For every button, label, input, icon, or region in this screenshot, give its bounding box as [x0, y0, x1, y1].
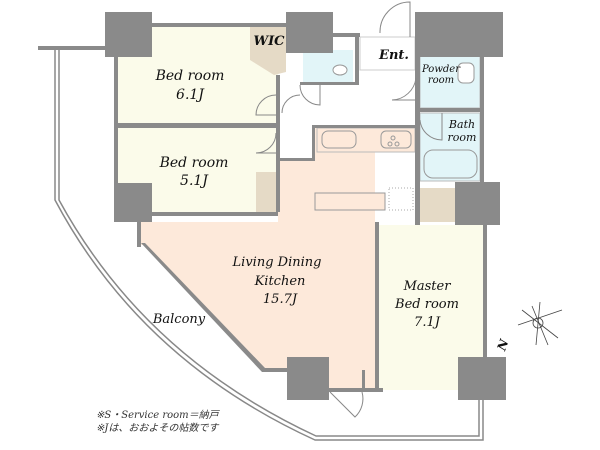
bedroom1-size: 6.1J: [176, 87, 205, 103]
note-service-room: ※S・Service room＝納戸: [96, 409, 221, 421]
note-jo-count: ※Jは、おおよその帖数です: [96, 422, 219, 434]
master-line1: Master: [403, 279, 452, 294]
ldk-line1: Living Dining: [232, 255, 322, 270]
fridge-space: [388, 187, 414, 211]
balcony-outline: [38, 46, 484, 441]
bath-room-line1: Bath: [448, 118, 475, 131]
stove-icon: [380, 130, 412, 149]
powder-room-line2: room: [428, 75, 454, 86]
wic-label: WIC: [253, 34, 285, 49]
walls: [114, 12, 487, 392]
kitchen-sink-icon: [321, 130, 357, 149]
toilet-area: [303, 50, 353, 82]
north-label: N: [494, 336, 512, 353]
storage-area: [420, 188, 455, 222]
wic-area: [250, 27, 286, 75]
ldk-size: 15.7J: [263, 292, 298, 307]
entrance-area: [359, 36, 416, 71]
balcony-label: Balcony: [152, 312, 206, 327]
bedroom2-size: 5.1J: [180, 173, 209, 189]
toilet-icon: [332, 64, 348, 76]
compass-icon: [517, 301, 563, 346]
bedroom1-name: Bed room: [155, 68, 225, 84]
bath-room-line2: room: [448, 131, 477, 144]
doors: [255, 1, 443, 418]
pillars: [105, 12, 506, 400]
kitchen-island: [314, 192, 386, 211]
washbasin-icon: [457, 62, 475, 84]
bedroom2-name: Bed room: [159, 155, 229, 171]
powder-room-line1: Powder: [421, 64, 461, 75]
master-size: 7.1J: [414, 315, 441, 330]
master-line2: Bed room: [394, 297, 459, 312]
bathtub-icon: [423, 149, 478, 179]
closet-area: [256, 172, 276, 212]
entrance-label: Ent.: [378, 48, 409, 63]
ldk-line2: Kitchen: [254, 274, 306, 289]
